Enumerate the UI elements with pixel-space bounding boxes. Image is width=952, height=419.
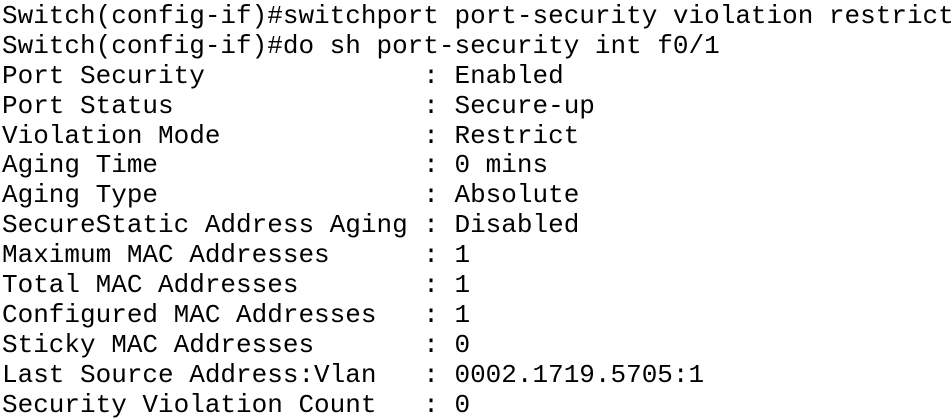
cli-command-violation-restrict: Switch(config-if)#switchport port-securi… bbox=[2, 1, 952, 31]
line-maximum-mac-addresses: Maximum MAC Addresses : 1 bbox=[2, 240, 471, 271]
line-aging-type: Aging Type : Absolute bbox=[2, 180, 580, 211]
line-sticky-mac-addresses: Sticky MAC Addresses : 0 bbox=[2, 329, 471, 360]
line-security-violation-count: Security Violation Count : 0 bbox=[2, 389, 471, 419]
line-port-security: Port Security : Enabled bbox=[2, 60, 564, 91]
line-aging-time: Aging Time : 0 mins bbox=[2, 150, 549, 181]
line-configured-mac-addresses: Configured MAC Addresses : 1 bbox=[2, 299, 471, 330]
line-port-status: Port Status : Secure-up bbox=[2, 90, 595, 121]
cli-command-show-port-security: Switch(config-if)#do sh port-security in… bbox=[2, 30, 720, 61]
line-securestatic-address-aging: SecureStatic Address Aging : Disabled bbox=[2, 210, 580, 241]
line-total-mac-addresses: Total MAC Addresses : 1 bbox=[2, 270, 471, 301]
line-violation-mode: Violation Mode : Restrict bbox=[2, 120, 580, 151]
line-last-source-address-vlan: Last Source Address:Vlan : 0002.1719.570… bbox=[2, 359, 705, 390]
